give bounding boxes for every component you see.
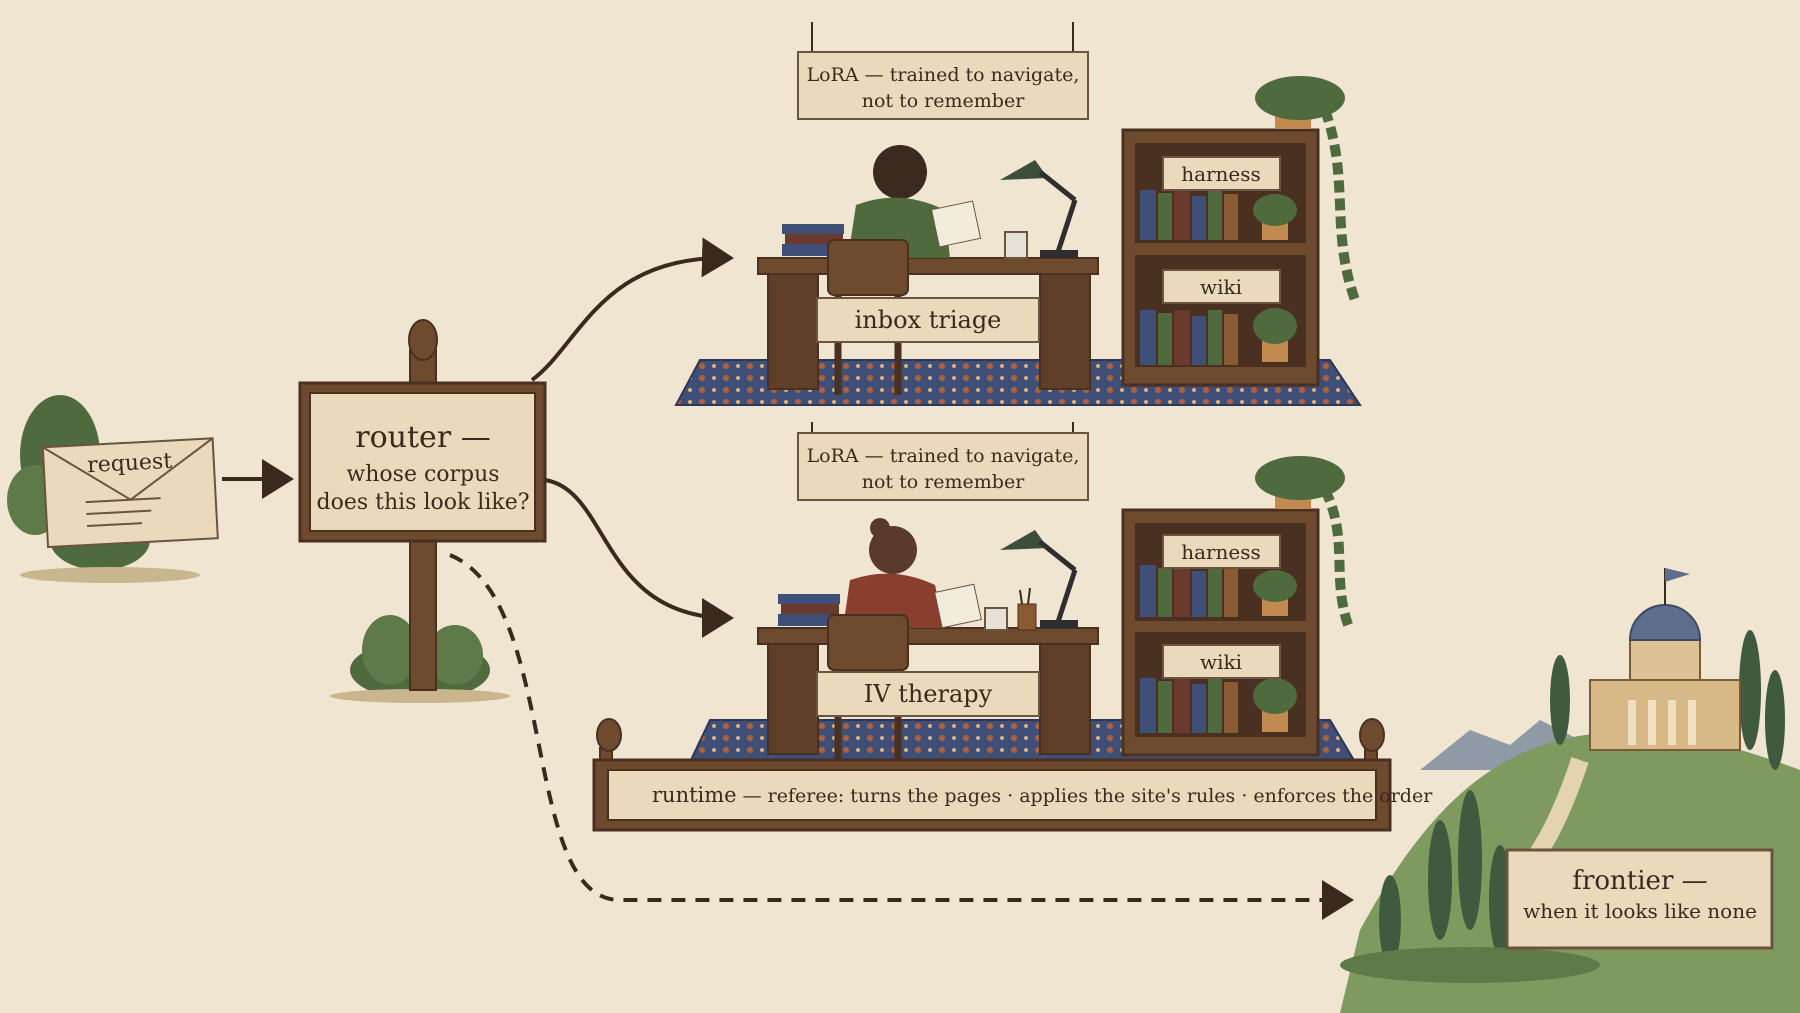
frontier-group: frontier — when it looks like none [1340, 568, 1800, 1013]
arrow-router-to-iv-therapy [544, 478, 734, 638]
adapter-inbox-triage: LoRA — trained to navigate, not to remem… [674, 22, 1362, 406]
capitol-building-icon [1589, 568, 1741, 751]
request-label: request [87, 449, 173, 478]
rail-finial-icon [1359, 718, 1385, 752]
desk-lamp-icon [1000, 530, 1078, 628]
request-group: request [7, 395, 219, 583]
bookshelf: harness wiki [1121, 508, 1320, 757]
shelf-label-harness [1162, 156, 1281, 191]
router-signpost: router — whose corpus does this look lik… [298, 319, 547, 703]
envelope-icon [41, 437, 219, 549]
potted-plant-icon [1253, 570, 1297, 732]
shelf-harness-text: harness [1181, 162, 1261, 186]
shelf-label-wiki [1162, 644, 1281, 679]
shelf-wiki-text: wiki [1200, 650, 1242, 674]
frontier-title: frontier — [1572, 866, 1707, 896]
ivy-plant-icon [1255, 76, 1360, 302]
desk-lamp-icon [1000, 160, 1078, 258]
post-finial-icon [408, 319, 438, 361]
book-stack-icon [778, 594, 840, 626]
ivy-plant-icon [1255, 456, 1355, 632]
frontier-subtitle: when it looks like none [1523, 899, 1757, 923]
task-sign [816, 297, 1040, 343]
router-subtitle-line2: does this look like? [316, 490, 529, 515]
person-reading-icon [843, 518, 982, 629]
shelf-label-wiki [1162, 269, 1281, 304]
runtime-rail: runtime — referee: turns the pages · app… [592, 718, 1433, 832]
task-sign [816, 671, 1040, 717]
lora-sign-line2: not to remember [862, 90, 1025, 112]
lora-sign-line1: LoRA — trained to navigate, [807, 445, 1080, 467]
pencil-cup-icon [1017, 587, 1037, 631]
task-label: IV therapy [864, 680, 993, 708]
runtime-description: — referee: turns the pages · applies the… [743, 785, 1434, 807]
shelf-label-harness [1162, 534, 1281, 569]
person-reading-icon [848, 145, 982, 258]
runtime-text: runtime — referee: turns the pages · app… [652, 783, 1433, 807]
task-label: inbox triage [855, 306, 1002, 334]
router-title: router — [355, 420, 490, 455]
arrow-router-to-frontier [449, 553, 1354, 920]
runtime-title: runtime [652, 783, 737, 807]
lora-sign [797, 51, 1089, 120]
rail-finial-icon [596, 718, 622, 752]
adapter-iv-therapy: LoRA — trained to navigate, not to remem… [688, 422, 1357, 763]
mug-icon [984, 607, 1008, 631]
flag-icon [1665, 568, 1690, 582]
frontier-sign [1505, 848, 1774, 950]
lora-sign-line1: LoRA — trained to navigate, [807, 64, 1080, 86]
shelf-harness-text: harness [1181, 540, 1261, 564]
potted-plant-icon [1253, 194, 1297, 362]
mug-icon [1004, 231, 1028, 259]
router-subtitle-line1: whose corpus [346, 462, 499, 487]
bookshelf: harness wiki [1121, 128, 1320, 387]
lora-sign-line2: not to remember [862, 471, 1025, 493]
lora-sign [797, 432, 1089, 501]
arrow-router-to-inbox-triage [530, 237, 734, 382]
shelf-wiki-text: wiki [1200, 275, 1242, 299]
